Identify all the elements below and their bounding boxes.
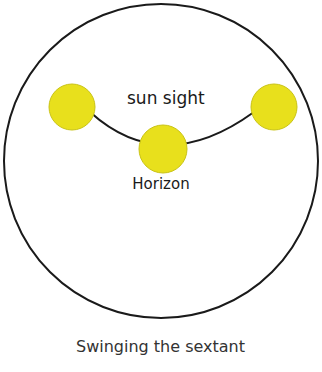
sun-left — [49, 84, 95, 130]
caption: Swinging the sextant — [76, 337, 245, 356]
horizon-band: Horizon — [4, 145, 318, 319]
horizon-label: Horizon — [4, 175, 318, 193]
sea-hatch — [4, 145, 318, 319]
sun-right — [251, 84, 297, 130]
sun-middle — [139, 125, 187, 173]
telescope-field-outline — [4, 4, 318, 318]
sun-sight-label: sun sight — [127, 88, 205, 108]
